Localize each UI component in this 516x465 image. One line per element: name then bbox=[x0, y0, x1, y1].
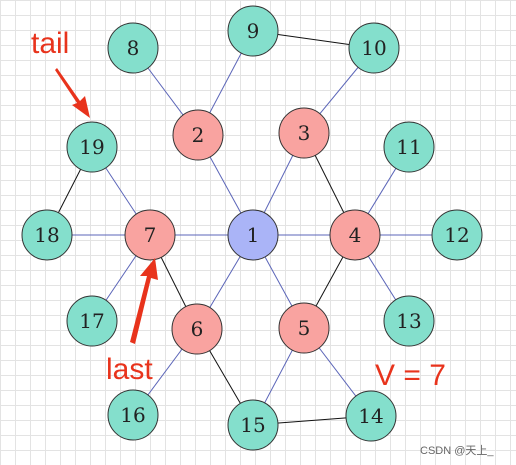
last-arrow-icon bbox=[130, 258, 158, 344]
node-label: 1 bbox=[247, 223, 260, 247]
node-12: 12 bbox=[431, 209, 483, 261]
node-label: 18 bbox=[34, 223, 59, 247]
node-18: 18 bbox=[21, 209, 73, 261]
node-label: 8 bbox=[127, 36, 140, 60]
node-13: 13 bbox=[383, 295, 435, 347]
node-5: 5 bbox=[278, 302, 330, 354]
node-circle bbox=[107, 22, 159, 74]
node-label: 5 bbox=[298, 316, 311, 340]
node-label: 9 bbox=[247, 19, 260, 43]
node-circle bbox=[383, 121, 435, 173]
node-15: 15 bbox=[227, 399, 279, 451]
node-label: 14 bbox=[358, 404, 383, 428]
node-label: 3 bbox=[298, 121, 311, 145]
last-label: last bbox=[106, 353, 153, 386]
node-7: 7 bbox=[124, 209, 176, 261]
node-circle bbox=[345, 390, 397, 442]
node-circle bbox=[227, 209, 279, 261]
node-circle bbox=[431, 209, 483, 261]
tail-label: tail bbox=[31, 27, 69, 60]
v-count-label: V = 7 bbox=[375, 359, 446, 392]
node-8: 8 bbox=[107, 22, 159, 74]
node-4: 4 bbox=[329, 209, 381, 261]
node-label: 15 bbox=[240, 413, 265, 437]
node-label: 10 bbox=[361, 36, 386, 60]
node-label: 19 bbox=[79, 135, 104, 159]
node-label: 6 bbox=[191, 317, 204, 341]
node-2: 2 bbox=[172, 109, 224, 161]
node-circle bbox=[172, 109, 224, 161]
node-label: 7 bbox=[144, 223, 157, 247]
node-label: 12 bbox=[444, 223, 469, 247]
node-circle bbox=[329, 209, 381, 261]
node-label: 11 bbox=[396, 135, 421, 159]
node-14: 14 bbox=[345, 390, 397, 442]
node-circle bbox=[66, 121, 118, 173]
node-circle bbox=[21, 209, 73, 261]
watermark-text: CSDN @天上_ bbox=[420, 444, 494, 457]
node-circle bbox=[66, 295, 118, 347]
node-11: 11 bbox=[383, 121, 435, 173]
node-circle bbox=[171, 303, 223, 355]
node-circle bbox=[383, 295, 435, 347]
node-circle bbox=[227, 399, 279, 451]
node-3: 3 bbox=[278, 107, 330, 159]
node-19: 19 bbox=[66, 121, 118, 173]
node-label: 2 bbox=[192, 123, 205, 147]
node-10: 10 bbox=[348, 22, 400, 74]
node-1: 1 bbox=[227, 209, 279, 261]
node-16: 16 bbox=[107, 389, 159, 441]
node-circle bbox=[348, 22, 400, 74]
node-circle bbox=[227, 5, 279, 57]
node-circle bbox=[107, 389, 159, 441]
node-9: 9 bbox=[227, 5, 279, 57]
tail-arrow-icon bbox=[55, 68, 90, 118]
node-label: 4 bbox=[349, 223, 362, 247]
node-6: 6 bbox=[171, 303, 223, 355]
node-label: 16 bbox=[120, 403, 145, 427]
node-label: 17 bbox=[79, 309, 104, 333]
node-circle bbox=[278, 107, 330, 159]
node-17: 17 bbox=[66, 295, 118, 347]
node-circle bbox=[124, 209, 176, 261]
node-label: 13 bbox=[396, 309, 421, 333]
node-circle bbox=[278, 302, 330, 354]
